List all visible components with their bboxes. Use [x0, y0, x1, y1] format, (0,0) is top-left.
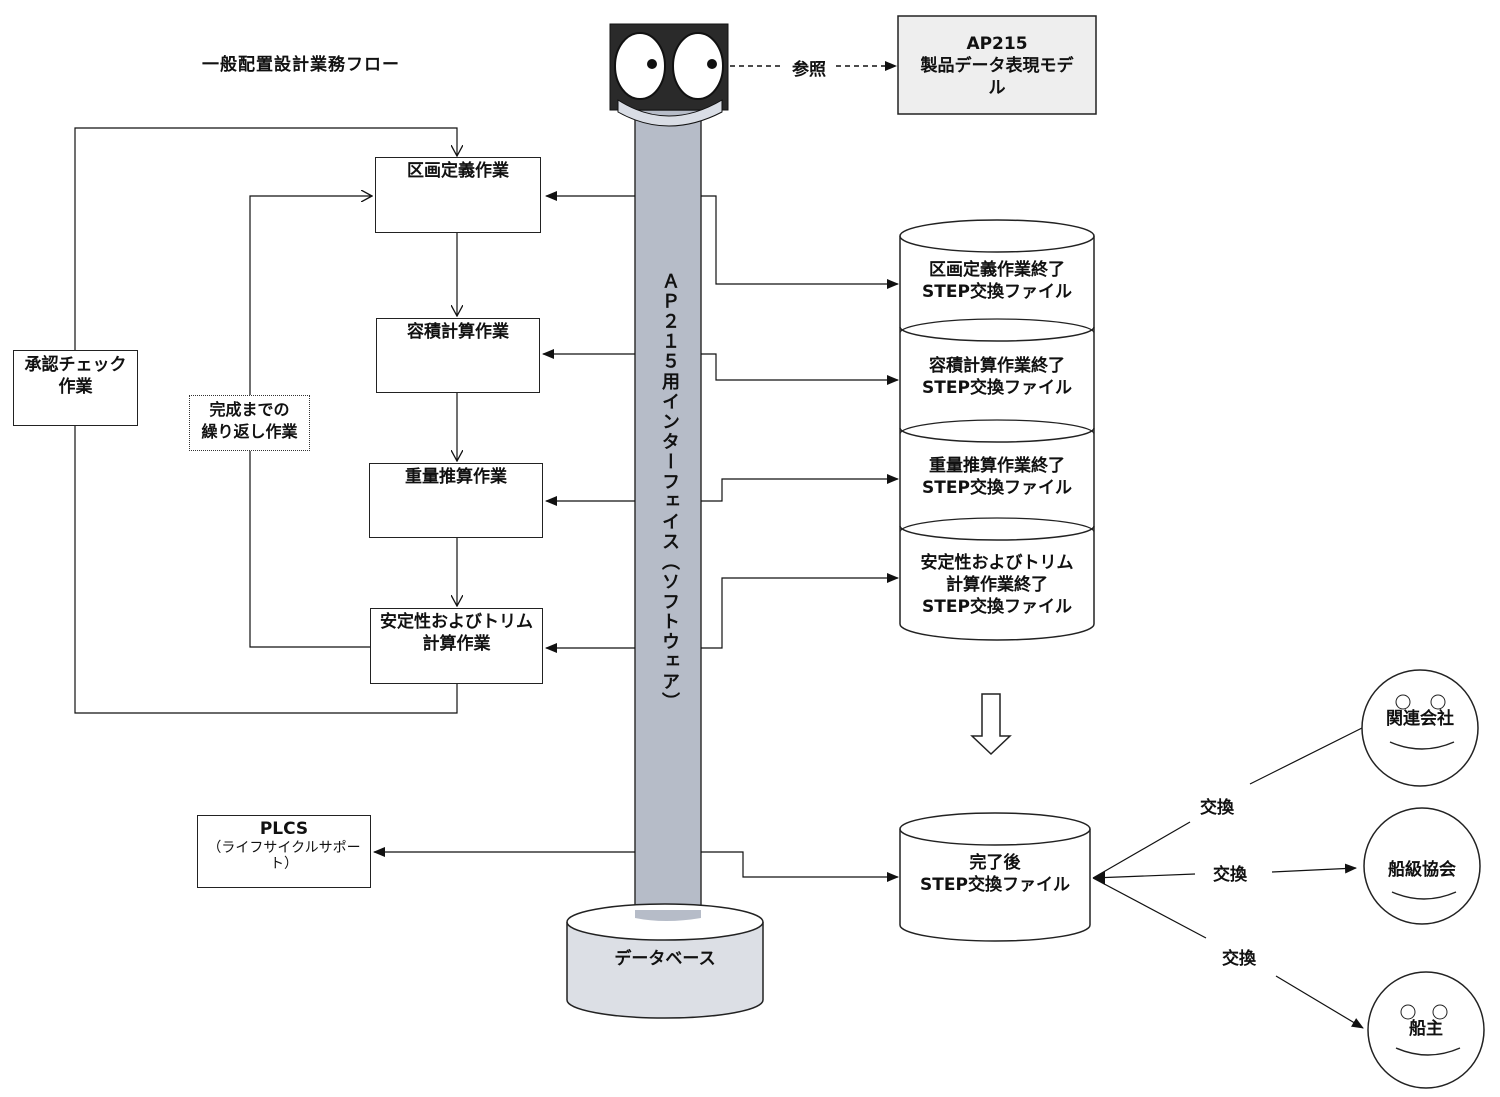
final-step-file-cylinder [899, 812, 1091, 942]
partner-classification-society[interactable]: 船級協会 [1388, 860, 1456, 880]
reference-model-label: AP215 製品データ表現モデ ル [920, 34, 1074, 98]
approval-check-box[interactable]: 承認チェック 作業 [13, 350, 138, 426]
process-step-weight[interactable]: 重量推算作業 [369, 463, 543, 538]
step-file-partition[interactable]: 区画定義作業終了 STEP交換ファイル [922, 260, 1072, 302]
process-step-label: 区画定義作業 [407, 161, 509, 181]
repeat-loop-box: 完成までの 繰り返し作業 [189, 395, 310, 451]
step-file-stability[interactable]: 安定性およびトリム 計算作業終了 STEP交換ファイル [920, 553, 1074, 617]
exchange-label-1: 交換 [1200, 798, 1234, 818]
process-step-label: 安定性およびトリム 計算作業 [380, 612, 533, 654]
database-label[interactable]: データベース [614, 949, 716, 969]
partner-face-1-icon [1361, 669, 1479, 787]
partner-related-company[interactable]: 関連会社 [1386, 709, 1454, 729]
reference-label: 参照 [792, 60, 826, 80]
down-arrow-icon [970, 693, 1012, 756]
process-step-volume[interactable]: 容積計算作業 [376, 318, 540, 393]
step-file-stack [899, 219, 1095, 641]
interface-face-icon [609, 23, 729, 127]
partner-face-3-icon [1367, 971, 1485, 1089]
database-cylinder [566, 903, 764, 1019]
repeat-loop-label: 完成までの 繰り返し作業 [201, 400, 298, 441]
plcs-subtitle: （ライフサイクルサポー ト） [207, 840, 361, 872]
plcs-box[interactable]: PLCS （ライフサイクルサポー ト） [197, 815, 371, 888]
final-step-file-label[interactable]: 完了後 STEP交換ファイル [920, 853, 1070, 895]
partner-shipowner[interactable]: 船主 [1409, 1019, 1443, 1039]
step-file-volume[interactable]: 容積計算作業終了 STEP交換ファイル [922, 356, 1072, 398]
reference-model-box [897, 15, 1097, 115]
process-step-partition[interactable]: 区画定義作業 [375, 157, 541, 233]
process-step-stability[interactable]: 安定性およびトリム 計算作業 [370, 608, 543, 684]
diagram-title: 一般配置設計業務フロー [202, 55, 400, 75]
process-step-label: 重量推算作業 [405, 467, 507, 487]
partner-face-2-icon [1363, 807, 1481, 925]
plcs-title: PLCS [259, 819, 309, 839]
interface-pole [634, 109, 702, 911]
interface-label: ＡＰ２１５用インターフェイス（ソフトウェア） [659, 272, 680, 712]
exchange-label-2: 交換 [1213, 865, 1247, 885]
step-file-weight[interactable]: 重量推算作業終了 STEP交換ファイル [922, 456, 1072, 498]
exchange-label-3: 交換 [1222, 949, 1256, 969]
approval-check-label: 承認チェック 作業 [24, 355, 127, 397]
process-step-label: 容積計算作業 [407, 322, 509, 342]
